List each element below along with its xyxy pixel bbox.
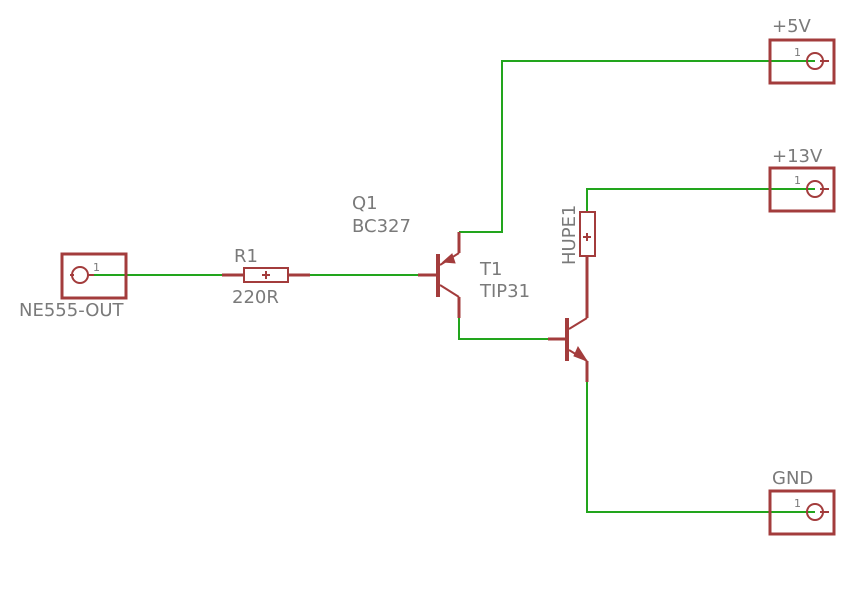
wire-q1-collector-to-t1-base bbox=[458, 318, 548, 340]
transistor-q1-value: BC327 bbox=[352, 216, 411, 237]
connector-pin-number: 1 bbox=[794, 174, 801, 187]
wire-13v-to-buzzer bbox=[586, 188, 815, 212]
wire-t1-emitter-to-gnd bbox=[586, 382, 815, 513]
transistor-t1-name: T1 bbox=[479, 259, 502, 280]
connector-label-5v: +5V bbox=[772, 16, 812, 37]
connector-pin-number: 1 bbox=[794, 46, 801, 59]
resistor-name: R1 bbox=[234, 246, 258, 267]
resistor-r1: R1 220R bbox=[222, 246, 310, 308]
connector-label-ne555-out: NE555-OUT bbox=[19, 300, 125, 321]
connector-pin-number: 1 bbox=[794, 497, 801, 510]
transistor-q1: Q1 BC327 bbox=[352, 193, 461, 318]
transistor-t1-value: TIP31 bbox=[479, 281, 530, 302]
wire-q1-emitter-to-5v bbox=[459, 60, 815, 233]
transistor-t1: T1 TIP31 bbox=[479, 259, 589, 382]
resistor-value: 220R bbox=[232, 287, 279, 308]
connector-13v: 1 +13V bbox=[768, 146, 836, 213]
wires bbox=[94, 60, 815, 513]
connector-5v: 1 +5V bbox=[768, 16, 836, 85]
buzzer-hupe1: HUPE1 bbox=[559, 205, 596, 297]
connector-pin-number: 1 bbox=[93, 261, 100, 274]
connector-label-13v: +13V bbox=[772, 146, 823, 167]
connector-label-gnd: GND bbox=[772, 468, 813, 489]
buzzer-name: HUPE1 bbox=[559, 205, 580, 265]
connector-gnd: 1 GND bbox=[768, 468, 836, 536]
connector-ne555-out: 1 NE555-OUT bbox=[19, 252, 128, 321]
transistor-q1-name: Q1 bbox=[352, 193, 378, 214]
